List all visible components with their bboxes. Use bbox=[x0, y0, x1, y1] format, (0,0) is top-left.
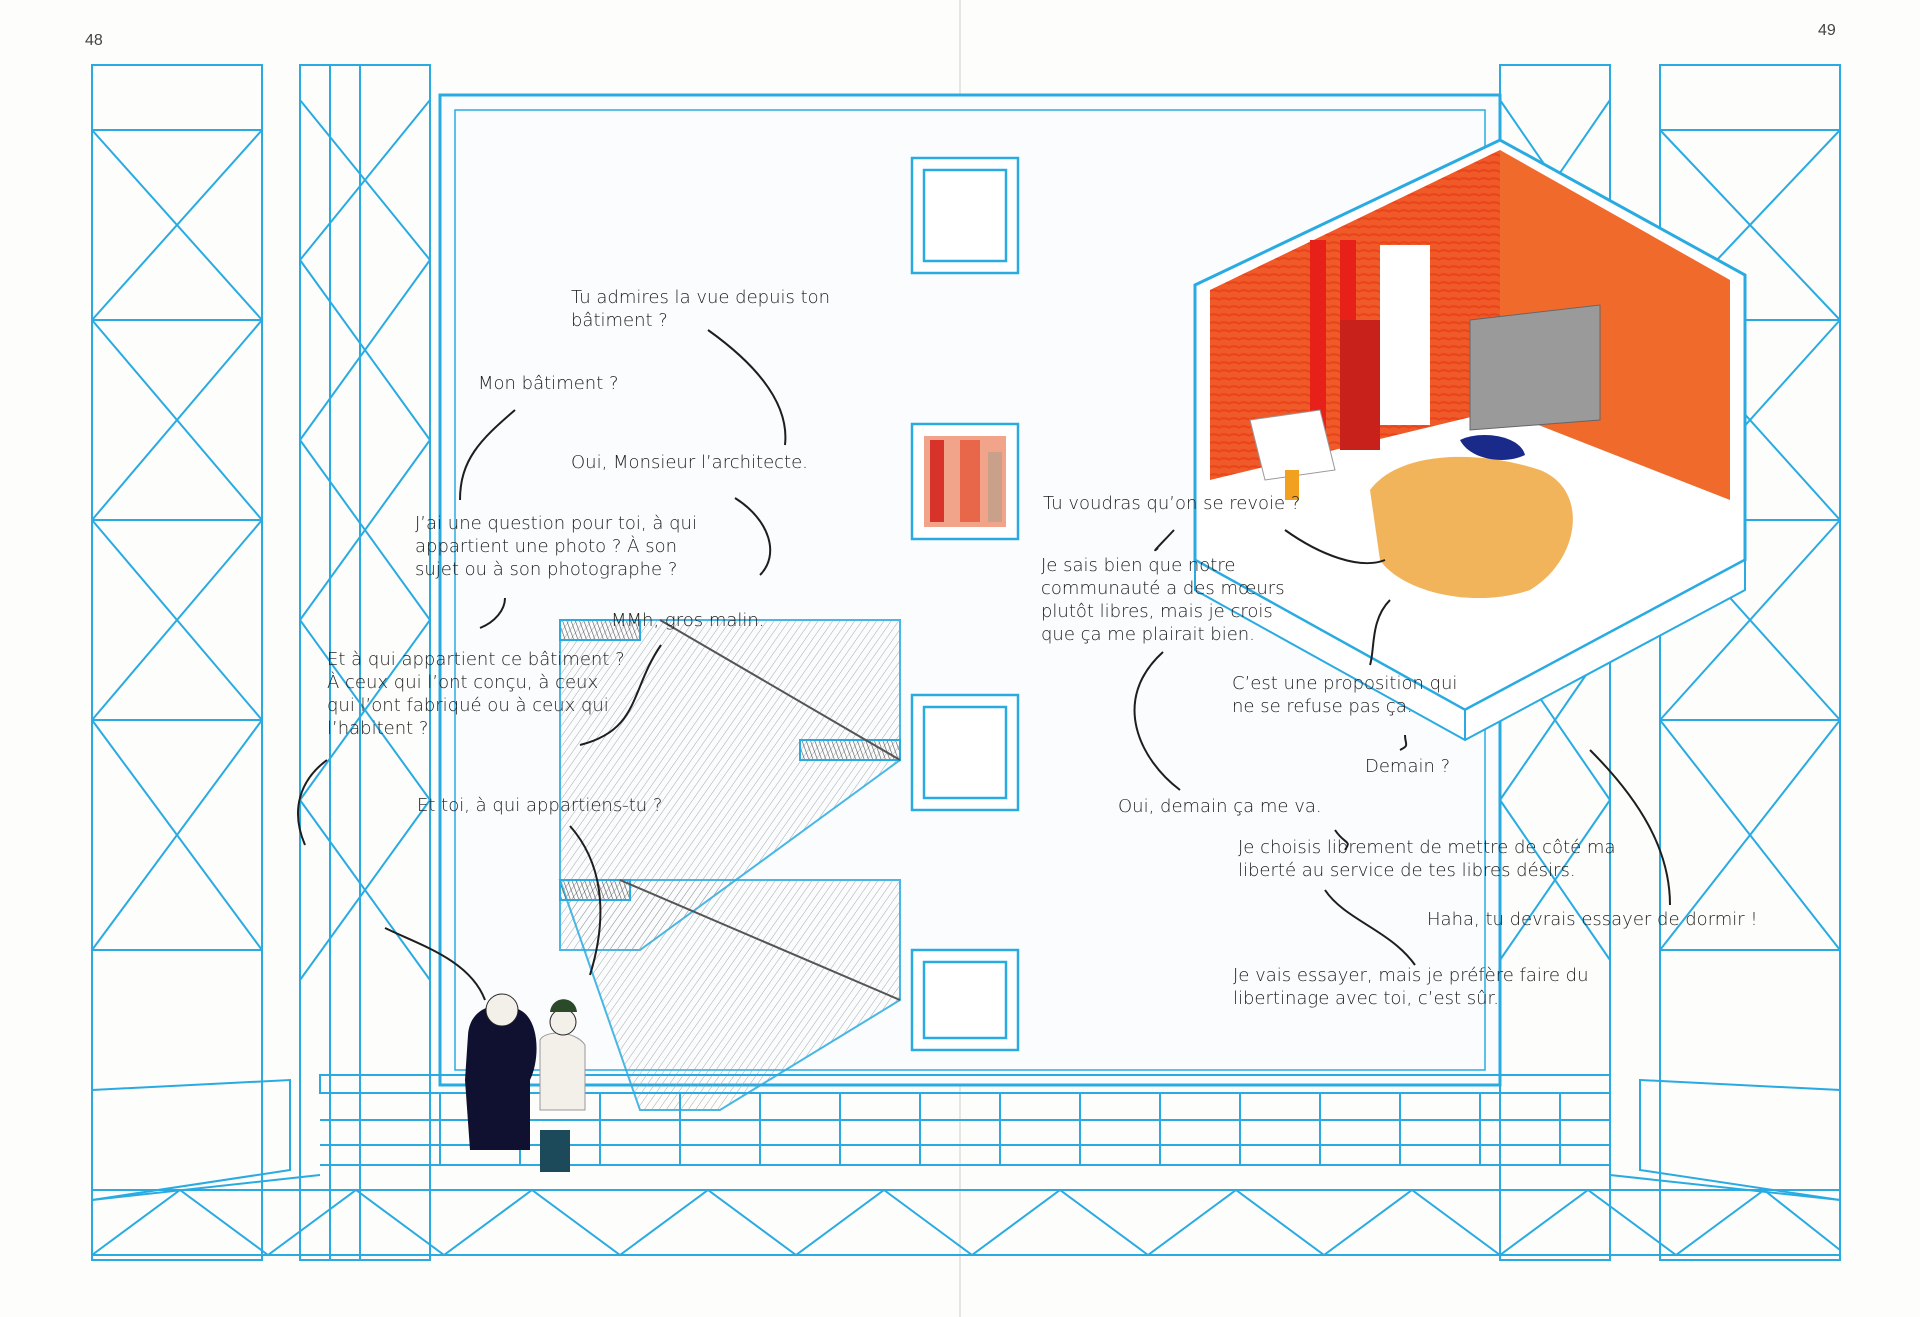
staircase bbox=[558, 619, 901, 1111]
floor-truss bbox=[91, 1188, 1841, 1257]
window-frames bbox=[910, 156, 1020, 1052]
speech-bubble: Je choisis librement de mettre de côté m… bbox=[1238, 837, 1616, 881]
speech-bubble: Je sais bien que notre communauté a des … bbox=[1041, 555, 1285, 645]
left-page-number: 48 bbox=[85, 32, 103, 49]
speech-bubble: Tu admires la vue depuis ton bâtiment ? bbox=[571, 287, 831, 331]
speech-bubble: J’ai une question pour toi, à qui appart… bbox=[415, 513, 697, 580]
speech-bubble: Et toi, à qui appartiens-tu ? bbox=[417, 795, 663, 816]
speech-bubble: C’est une proposition qui ne se refuse p… bbox=[1232, 673, 1458, 717]
speech-bubble: Haha, tu devrais essayer de dormir ! bbox=[1427, 909, 1758, 930]
speech-bubble: Et à qui appartient ce bâtiment ? À ceux… bbox=[327, 649, 625, 739]
speech-bubble: Oui, demain ça me va. bbox=[1118, 796, 1322, 817]
speech-bubble: MMh, gros malin. bbox=[611, 610, 765, 631]
suspended-room bbox=[1193, 138, 1747, 742]
left-tower-structure bbox=[91, 64, 431, 1261]
balcony-railing bbox=[91, 1074, 1841, 1202]
right-tower-structure bbox=[1499, 64, 1841, 1261]
lit-window bbox=[910, 422, 1020, 541]
right-page-number: 49 bbox=[1818, 22, 1836, 39]
speech-bubble: Oui, Monsieur l’architecte. bbox=[571, 452, 808, 473]
speech-bubble: Tu voudras qu’on se revoie ? bbox=[1043, 493, 1301, 514]
speech-bubble: Je vais essayer, mais je préfère faire d… bbox=[1233, 965, 1589, 1009]
speech-tails bbox=[297, 329, 1671, 1001]
speech-bubble: Mon bâtiment ? bbox=[478, 373, 619, 394]
speech-bubble: Demain ? bbox=[1365, 756, 1451, 777]
two-characters bbox=[465, 993, 586, 1172]
